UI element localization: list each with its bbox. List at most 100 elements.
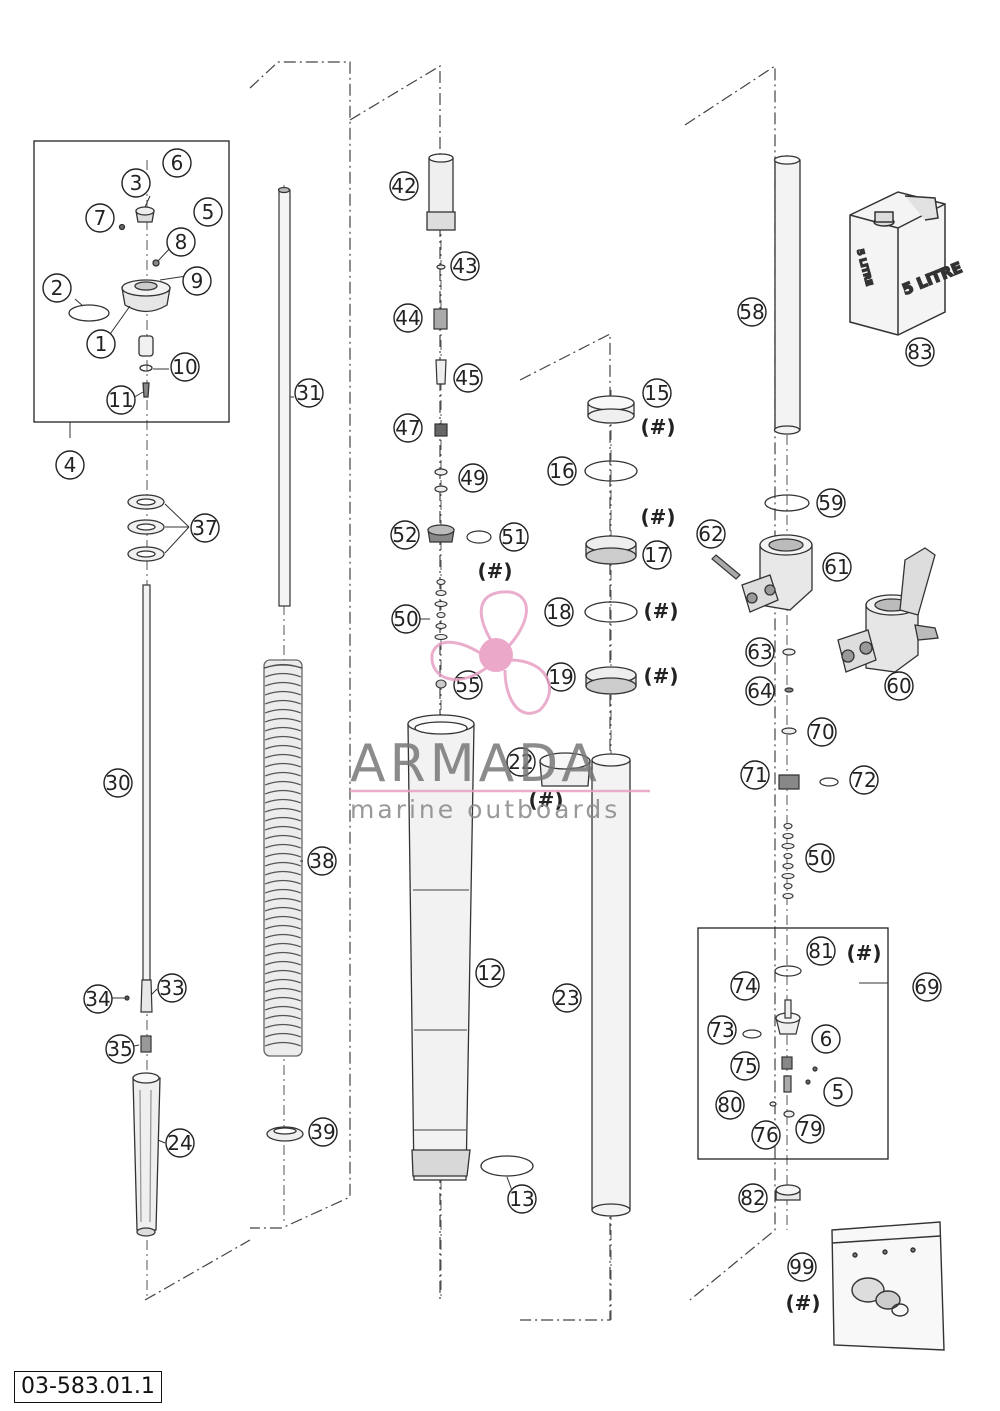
propeller-hub xyxy=(479,638,513,672)
callout-63: 63 xyxy=(745,637,775,667)
callout-number: 5 xyxy=(202,200,215,224)
callout-19: 19 xyxy=(546,662,576,692)
callout-number: 1 xyxy=(95,332,108,356)
callout-38: 38 xyxy=(307,846,337,876)
callout-number: 64 xyxy=(747,679,772,703)
part-12-outer-cartridge xyxy=(407,714,475,1181)
part-83-oil-can: 5 LITRE 5 LITRE xyxy=(849,191,966,336)
callout-number: 58 xyxy=(739,300,764,324)
callout-74: 74 xyxy=(730,971,760,1001)
callout-circle xyxy=(190,513,220,543)
callout-number: 42 xyxy=(391,174,416,198)
callout-43: 43 xyxy=(450,251,480,281)
callout-number: 18 xyxy=(546,600,571,624)
callout-number: 17 xyxy=(644,543,669,567)
column-outline-spring xyxy=(249,61,351,1229)
part-50-shim-stack-b xyxy=(781,822,795,900)
column-outline-damper-rod xyxy=(144,1239,251,1301)
callout-17: 17 xyxy=(642,540,672,570)
callout-50: 50 xyxy=(391,604,421,634)
callout-16: 16 xyxy=(547,456,577,486)
callout-circle xyxy=(795,1114,825,1144)
callout-number: 82 xyxy=(740,1186,765,1210)
part-59-oring xyxy=(764,494,810,512)
callout-circle xyxy=(751,1120,781,1150)
callout-circle xyxy=(393,303,423,333)
callout-1: 1 xyxy=(86,329,116,359)
callout-60: 60 xyxy=(884,671,914,701)
callout-30: 30 xyxy=(103,768,133,798)
part-11-needle xyxy=(142,382,150,398)
callout-circle xyxy=(696,519,726,549)
callout-number: 73 xyxy=(709,1018,734,1042)
callout-75: 75 xyxy=(730,1051,760,1081)
callout-number: 50 xyxy=(807,846,832,870)
callout-number: 4 xyxy=(64,453,77,477)
part-71 xyxy=(778,774,800,790)
callout-layer: 1234556678910111213151617181922232430313… xyxy=(42,148,942,1282)
callout-number: 15 xyxy=(644,381,669,405)
callout-number: 60 xyxy=(886,674,911,698)
callout-33: 33 xyxy=(157,973,187,1003)
callout-circle xyxy=(83,984,113,1014)
callout-circle xyxy=(547,456,577,486)
callout-number: 24 xyxy=(167,1131,192,1155)
callout-49: 49 xyxy=(458,463,488,493)
callout-circle xyxy=(822,552,852,582)
callout-circle xyxy=(738,1183,768,1213)
callout-80: 80 xyxy=(715,1090,745,1120)
watermark: ARMADA marine outboards xyxy=(350,590,650,824)
callout-circle xyxy=(807,717,837,747)
callout-number: 75 xyxy=(732,1054,757,1078)
diagram-code-label: 03-583.01.1 xyxy=(14,1371,162,1403)
callout-4: 4 xyxy=(55,450,85,480)
callout-6: 6 xyxy=(162,148,192,178)
callout-58: 58 xyxy=(737,297,767,327)
callout-circle xyxy=(552,983,582,1013)
callout-69: 69 xyxy=(912,972,942,1002)
part-10-ring xyxy=(139,364,153,372)
callout-circle xyxy=(642,378,672,408)
hash-mark-51: (#) xyxy=(477,559,512,583)
callout-64: 64 xyxy=(745,676,775,706)
watermark-subtitle: marine outboards xyxy=(350,795,620,824)
callout-number: 8 xyxy=(175,230,188,254)
callout-35: 35 xyxy=(105,1034,135,1064)
part-7-ball xyxy=(118,223,126,231)
callout-circle xyxy=(707,1015,737,1045)
part-42-cartridge-top xyxy=(426,153,456,231)
watermark-title: ARMADA xyxy=(350,734,601,794)
callout-number: 6 xyxy=(820,1027,833,1051)
part-8-spring xyxy=(152,259,160,267)
callout-circle xyxy=(103,768,133,798)
part-13-oring xyxy=(480,1155,534,1177)
callout-number: 72 xyxy=(851,768,876,792)
callout-7: 7 xyxy=(85,203,115,233)
callout-10: 10 xyxy=(170,352,200,382)
part-76 xyxy=(769,1101,777,1107)
part-39-bushing xyxy=(266,1126,304,1142)
callout-62: 62 xyxy=(696,519,726,549)
propeller-icon xyxy=(430,590,552,715)
part-63 xyxy=(782,648,796,656)
callout-number: 76 xyxy=(753,1123,778,1147)
callout-circle xyxy=(450,251,480,281)
callout-circle xyxy=(884,671,914,701)
callout-number: 3 xyxy=(130,171,143,195)
part-38-spring-coils xyxy=(264,663,302,1047)
callout-number: 22 xyxy=(508,750,533,774)
part-43 xyxy=(436,264,446,270)
callout-23: 23 xyxy=(552,983,582,1013)
callout-44: 44 xyxy=(393,303,423,333)
callout-circle xyxy=(823,1077,853,1107)
part-30-damper-rod xyxy=(124,584,153,1053)
hash-mark-layer: (#)(#)(#)(#)(#)(#)(#)(#) xyxy=(477,415,881,1315)
callout-circle xyxy=(55,450,85,480)
callout-42: 42 xyxy=(389,171,419,201)
callout-circle xyxy=(458,463,488,493)
callout-circle xyxy=(715,1090,745,1120)
callout-47: 47 xyxy=(393,413,423,443)
part-55 xyxy=(435,679,447,689)
callout-number: 11 xyxy=(108,388,133,412)
part-44 xyxy=(433,308,448,330)
